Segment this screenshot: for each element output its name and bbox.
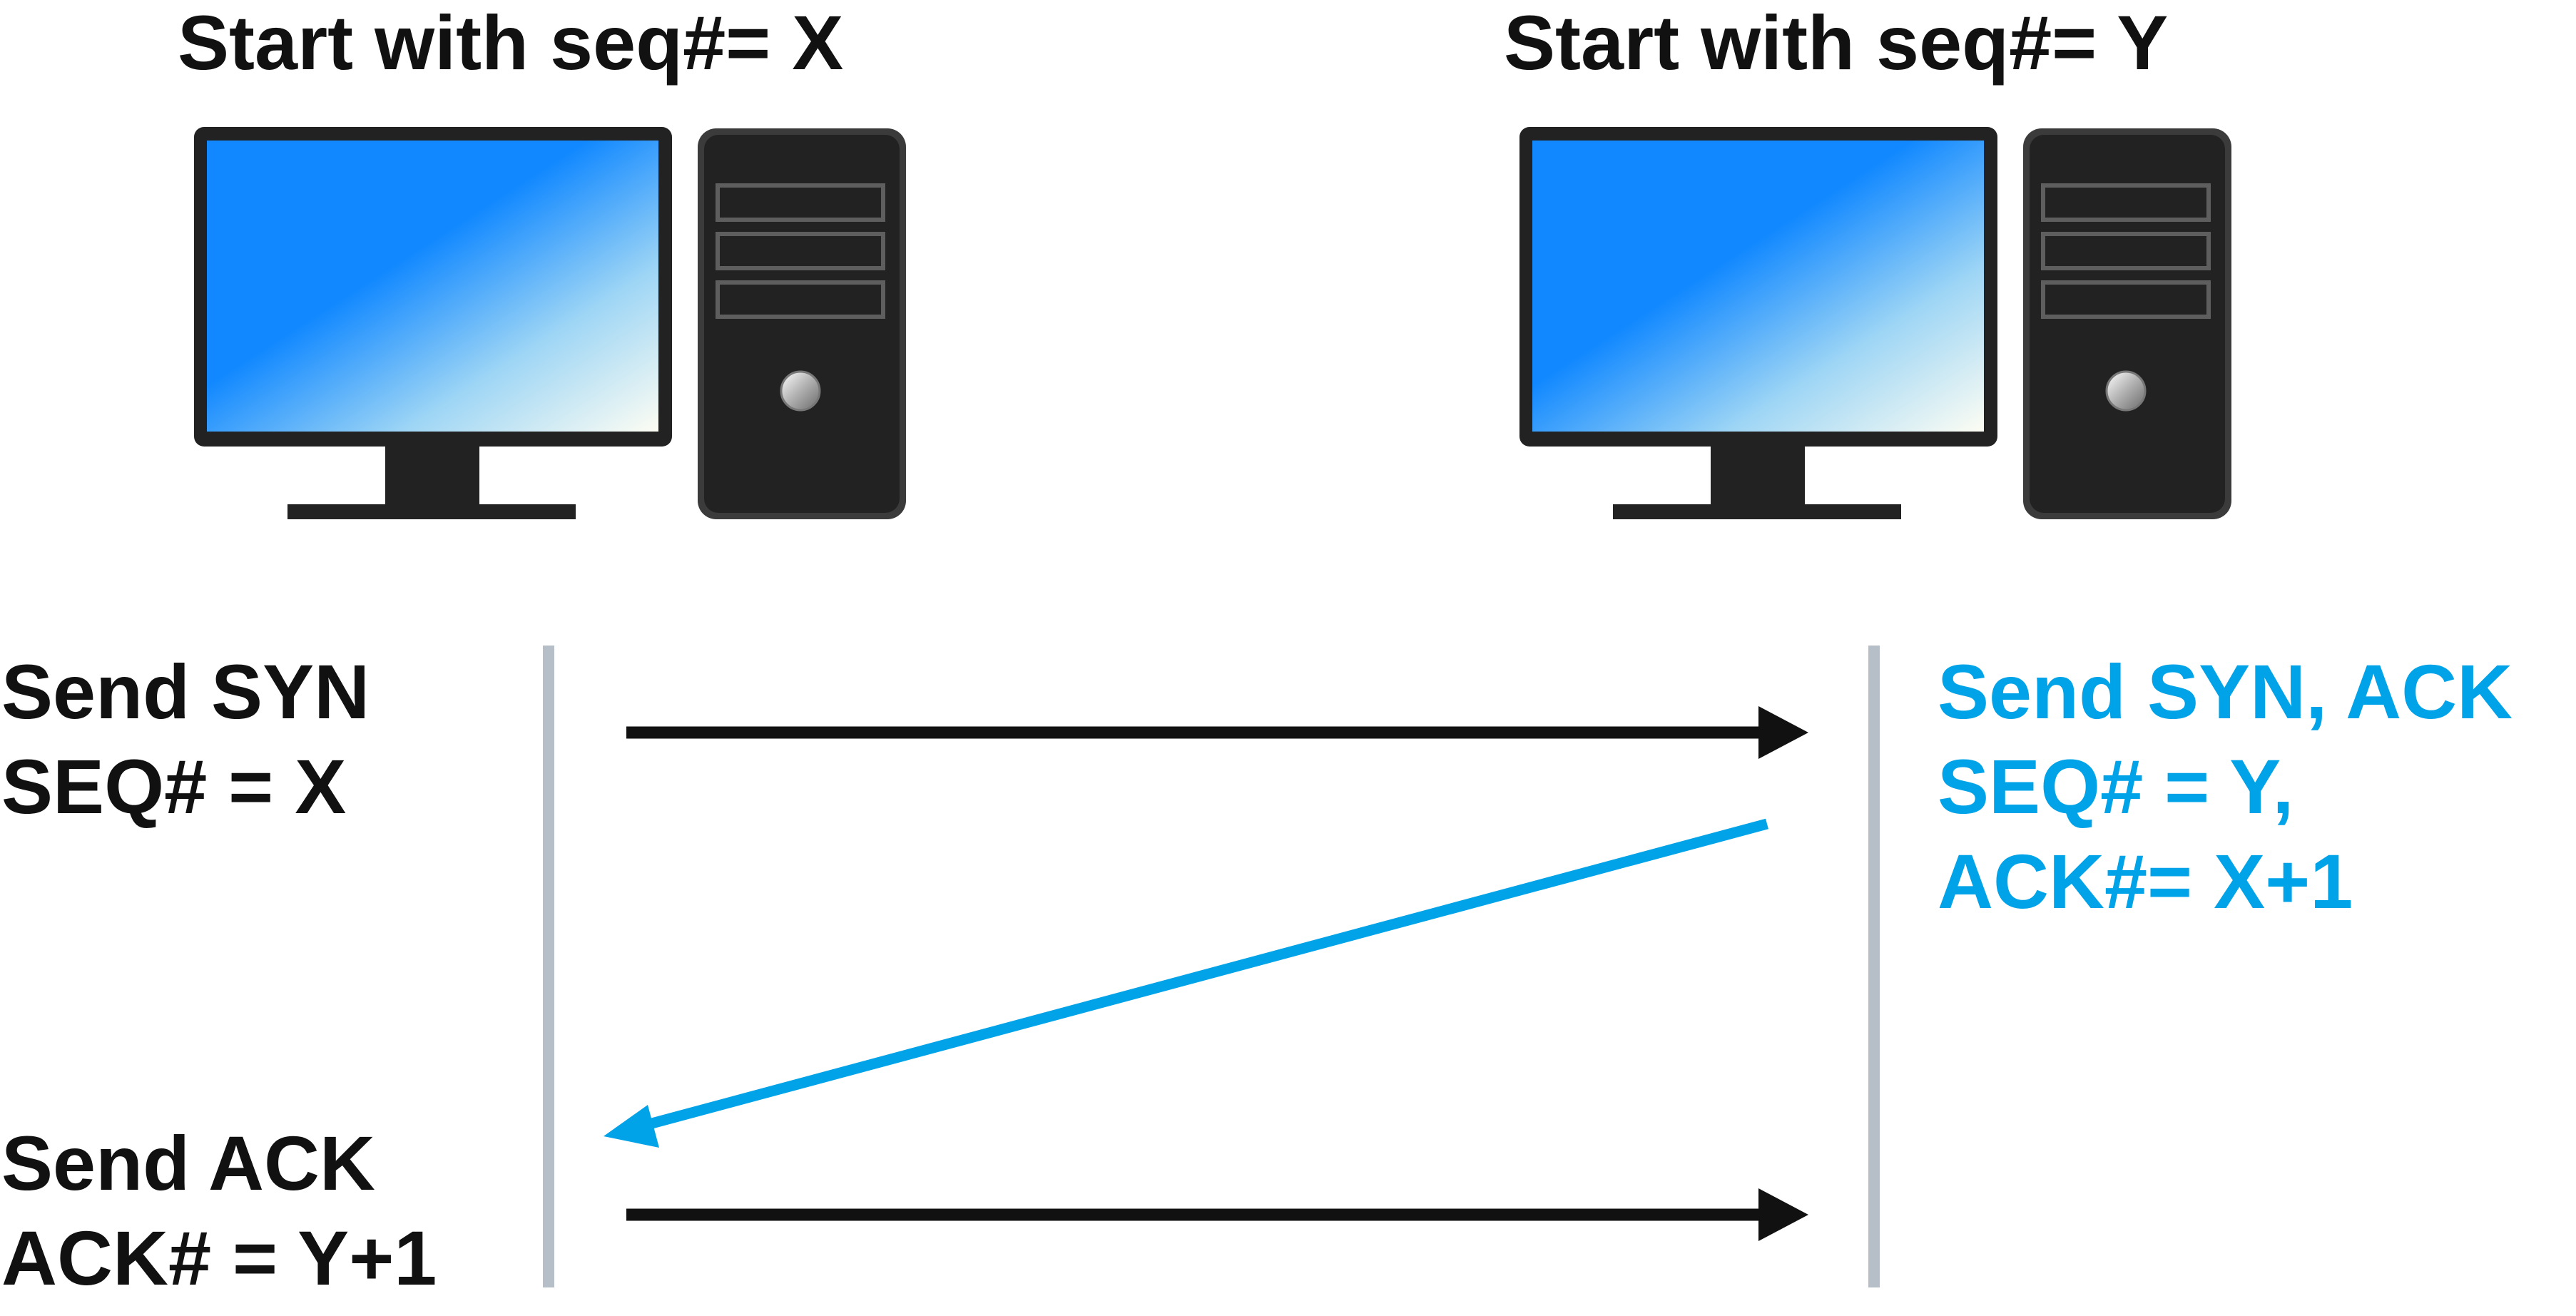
tower-icon bbox=[2023, 128, 2231, 519]
right-computer-icon bbox=[1519, 127, 2231, 519]
tower-icon bbox=[698, 128, 906, 519]
ack-arrow bbox=[626, 1188, 1808, 1241]
monitor-icon bbox=[194, 127, 672, 519]
syn-step-line-2: SEQ# = X bbox=[1, 743, 347, 830]
syn-step-line-1: Send SYN bbox=[1, 648, 370, 735]
ack-step-line-1: Send ACK bbox=[1, 1120, 376, 1206]
left-host-title: Start with seq#= X bbox=[178, 0, 844, 86]
monitor-icon bbox=[1519, 127, 1997, 519]
syn-step-label: Send SYN SEQ# = X bbox=[1, 644, 370, 834]
syn-arrow bbox=[626, 706, 1808, 759]
syn-ack-step-line-1: Send SYN, ACK bbox=[1938, 648, 2513, 735]
syn-ack-arrow bbox=[604, 818, 1768, 1148]
ack-step-label: Send ACK ACK# = Y+1 bbox=[1, 1116, 437, 1305]
ack-step-line-2: ACK# = Y+1 bbox=[1, 1215, 437, 1301]
syn-ack-step-label: Send SYN, ACK SEQ# = Y, ACK#= X+1 bbox=[1938, 644, 2513, 929]
syn-ack-step-line-3: ACK#= X+1 bbox=[1938, 838, 2353, 924]
syn-ack-step-line-2: SEQ# = Y, bbox=[1938, 743, 2294, 830]
right-host-title: Start with seq#= Y bbox=[1504, 0, 2169, 86]
left-computer-icon bbox=[194, 127, 906, 519]
